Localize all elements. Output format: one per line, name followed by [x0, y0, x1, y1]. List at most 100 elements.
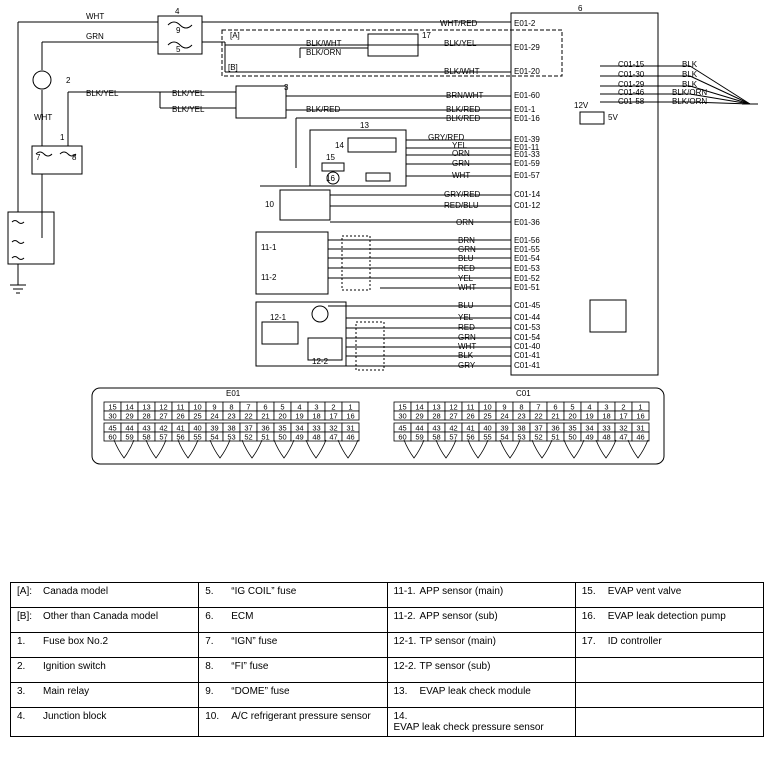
pin-label: C01-12 [514, 201, 541, 210]
legend-cell: 9.“DOME” fuse [198, 682, 388, 708]
wire-label: BRN [458, 236, 475, 245]
wire-label: YEL [452, 141, 468, 150]
ecm-box [510, 12, 659, 376]
connector-pin-number: 47 [329, 433, 337, 442]
connector-pin-number: 2 [621, 403, 625, 412]
legend-cell: 12-2.TP sensor (sub) [386, 657, 576, 683]
connector-pin-number: 57 [449, 433, 457, 442]
legend-value: ID controller [607, 636, 662, 647]
connector-pin-number: 25 [193, 412, 201, 421]
connector-pin-number: 20 [568, 412, 576, 421]
legend-key: 10. [205, 711, 220, 722]
connector-pin-number: 53 [227, 433, 235, 442]
legend-key: 6. [205, 611, 214, 622]
connector-pin-number: 13 [432, 403, 440, 412]
connector-pin-number: 18 [602, 412, 610, 421]
legend-key: 14. [393, 711, 408, 722]
wire-label: WHT [34, 113, 52, 122]
legend-cell: 11-2.APP sensor (sub) [386, 607, 576, 633]
connector-pin-number: 51 [551, 433, 559, 442]
component-number: 11-2 [261, 273, 277, 282]
connector-pin-number: 23 [517, 412, 525, 421]
connector-pin-number: 41 [466, 424, 474, 433]
connector-pin-number: 48 [602, 433, 610, 442]
component-number: 1 [60, 133, 65, 142]
component-number: 3 [284, 83, 289, 92]
wire-label: ORN [452, 149, 470, 158]
harness-wire [531, 439, 553, 459]
connector-pin-number: 21 [551, 412, 559, 421]
connector-pin-number: 28 [432, 412, 440, 421]
legend-key: [B]: [17, 611, 33, 622]
wire-label: BLK/WHT [444, 67, 480, 76]
component-number: 9 [176, 26, 181, 35]
legend-cell: 8.“FI” fuse [198, 657, 388, 683]
wire-label: BLK [682, 70, 698, 79]
connector-pin-number: 44 [415, 424, 423, 433]
connector-pin-number: 7 [536, 403, 540, 412]
connector-pin-number: 15 [108, 403, 116, 412]
pin-label: E01-56 [514, 236, 540, 245]
legend-value: EVAP leak detection pump [607, 611, 726, 622]
component-number: 8 [72, 153, 77, 162]
connector-pin-cell [341, 410, 360, 421]
connector-pin-number: 47 [619, 433, 627, 442]
connector-pin-number: 39 [210, 424, 218, 433]
main-relay [235, 85, 287, 119]
connector-pin-number: 48 [312, 433, 320, 442]
connector-pin-number: 23 [227, 412, 235, 421]
connector-pin-number: 39 [500, 424, 508, 433]
wire-label: YEL [458, 274, 474, 283]
pin-label: C01-29 [618, 80, 645, 89]
connector-pin-number: 29 [415, 412, 423, 421]
pin-label: C01-30 [618, 70, 645, 79]
connector-pin-number: 33 [602, 424, 610, 433]
connector-pin-number: 49 [295, 433, 303, 442]
component-number: 15 [326, 153, 335, 162]
harness-wire [113, 439, 135, 459]
connector-pin-number: 19 [295, 412, 303, 421]
connector-title: C01 [516, 389, 531, 398]
wire-label: WHT/RED [440, 19, 478, 28]
harness-wire [627, 439, 649, 459]
ecm-internal-ic [589, 299, 627, 333]
voltage-label: 5V [608, 113, 618, 122]
legend-cell: 17. ID controller [574, 632, 765, 658]
connector-pin-number: 24 [210, 412, 218, 421]
legend-key: 17. [581, 636, 596, 647]
fuse-box-no2 [31, 145, 83, 175]
pin-label: C01-40 [514, 342, 541, 351]
harness-wire [209, 439, 231, 459]
connector-pin-number: 16 [636, 412, 644, 421]
legend-key: 8. [205, 661, 214, 672]
component-number: 12-2 [312, 357, 329, 366]
junction-block [157, 15, 203, 55]
id-controller [367, 33, 419, 57]
connector-pin-number: 22 [244, 412, 252, 421]
component-number: 2 [66, 76, 71, 85]
app-sensor [255, 231, 329, 295]
legend-value: ECM [231, 611, 254, 622]
connector-pin-number: 36 [261, 424, 269, 433]
evap-leak-check-module [309, 129, 407, 187]
connector-pin-number: 50 [278, 433, 286, 442]
connector-pin-number: 3 [314, 403, 318, 412]
legend-key: 2. [17, 661, 26, 672]
legend-value: “IG COIL” fuse [231, 586, 297, 597]
connector-pin-number: 42 [159, 424, 167, 433]
legend-value: Fuse box No.2 [43, 636, 109, 647]
harness-wire [563, 439, 585, 459]
wire-label: RED [458, 323, 475, 332]
legend-cell: 1.Fuse box No.2 [9, 632, 200, 658]
harness-wire [435, 439, 457, 459]
legend-value: EVAP leak check pressure sensor [393, 722, 544, 733]
wire-label: BLK/WHT [306, 39, 342, 48]
pin-label: C01-53 [514, 323, 541, 332]
connector-pin-number: 38 [227, 424, 235, 433]
legend-cell [574, 657, 765, 683]
wire-label: WHT [458, 342, 476, 351]
connector-pin-number: 37 [534, 424, 542, 433]
connector-pin-number: 60 [398, 433, 406, 442]
connector-pin-number: 50 [568, 433, 576, 442]
